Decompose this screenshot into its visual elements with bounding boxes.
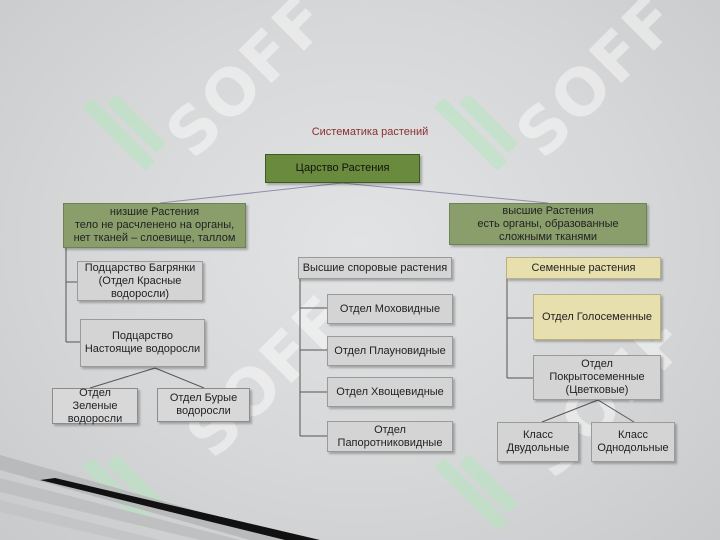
red-algae-label: Подцарство Багрянки (Отдел Красные водор…	[84, 261, 196, 300]
spore-plants-label: Высшие споровые растения	[302, 261, 448, 274]
ferns-box: Отдел Папоротниковидные	[327, 421, 453, 452]
diagram-title: Систематика растений	[311, 126, 429, 138]
true-algae-label: Подцарство Настоящие водоросли	[84, 330, 201, 355]
kingdom-plants-label: Царство Растения	[295, 162, 390, 174]
kingdom-plants-box: Царство Растения	[265, 154, 420, 183]
mosses-label: Отдел Моховидные	[339, 302, 441, 315]
horsetails-box: Отдел Хвощевидные	[327, 377, 453, 407]
club-mosses-box: Отдел Плауновидные	[327, 336, 453, 366]
club-mosses-label: Отдел Плауновидные	[334, 344, 446, 357]
green-algae-box: Отдел Зеленые водоросли	[52, 386, 138, 425]
gymnosperms-label: Отдел Голосеменные	[541, 310, 653, 323]
seed-plants-label: Семенные растения	[531, 261, 636, 274]
angiosperms-box: Отдел Покрытосеменные (Цветковые)	[533, 355, 661, 400]
dicots-box: Класс Двудольные	[497, 422, 579, 462]
gymnosperms-box: Отдел Голосеменные	[533, 294, 661, 340]
true-algae-box: Подцарство Настоящие водоросли	[80, 319, 205, 367]
ferns-label: Отдел Папоротниковидные	[337, 423, 443, 449]
monocots-box: Класс Однодольные	[591, 422, 675, 462]
higher-plants-box: высшие Растения есть органы, образованны…	[449, 203, 647, 245]
red-algae-box: Подцарство Багрянки (Отдел Красные водор…	[77, 261, 203, 301]
angiosperms-label: Отдел Покрытосеменные (Цветковые)	[549, 358, 645, 396]
mosses-box: Отдел Моховидные	[327, 294, 453, 324]
monocots-label: Класс Однодольные	[597, 429, 669, 454]
higher-plants-label: высшие Растения есть органы, образованны…	[477, 204, 619, 243]
brown-algae-box: Отдел Бурые водоросли	[157, 388, 250, 422]
dicots-label: Класс Двудольные	[506, 429, 570, 454]
seed-plants-box: Семенные растения	[506, 257, 661, 279]
green-algae-label: Отдел Зеленые водоросли	[67, 386, 123, 425]
horsetails-label: Отдел Хвощевидные	[336, 385, 444, 398]
lower-plants-label: низшие Растения тело не расчленено на ор…	[73, 206, 236, 244]
brown-algae-label: Отдел Бурые водоросли	[169, 392, 238, 417]
lower-plants-box: низшие Растения тело не расчленено на ор…	[63, 203, 246, 248]
spore-plants-box: Высшие споровые растения	[298, 257, 452, 279]
